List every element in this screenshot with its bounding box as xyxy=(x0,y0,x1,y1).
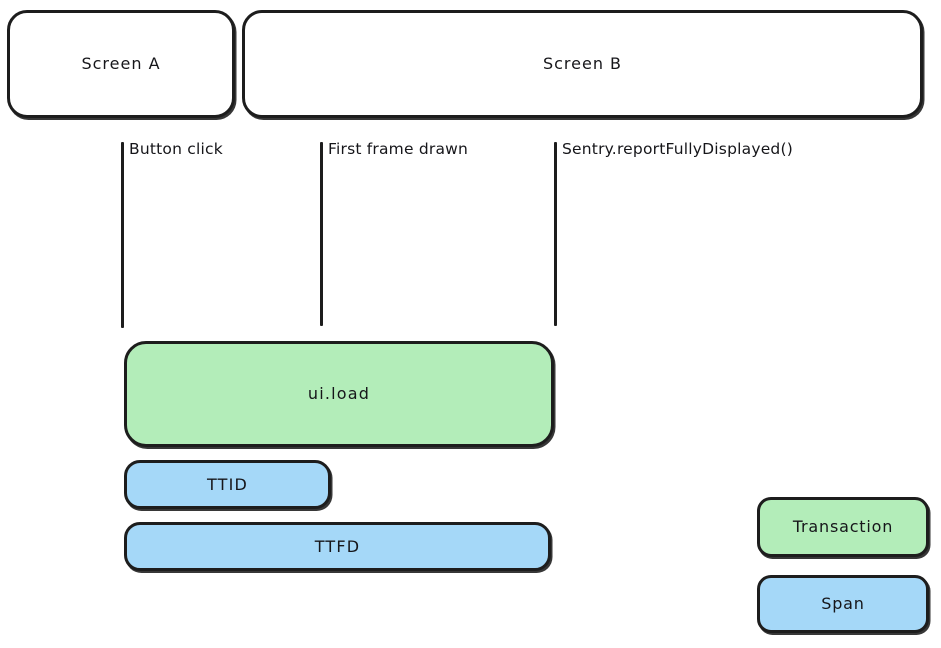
legend-item-span-label: Span xyxy=(821,594,865,613)
legend-item-transaction: Transaction xyxy=(757,497,929,557)
bar-ttid: TTID xyxy=(124,460,331,509)
bar-ttid-label: TTID xyxy=(206,474,249,494)
event-marker-button-click: Button click xyxy=(121,140,321,328)
bar-ttfd-label: TTFD xyxy=(314,536,361,556)
event-label-report-fully-displayed: Sentry.reportFullyDisplayed() xyxy=(562,140,793,158)
bar-ui-load: ui.load xyxy=(124,341,554,447)
event-label-first-frame-drawn: First frame drawn xyxy=(328,140,469,158)
legend-item-span: Span xyxy=(757,575,929,633)
screen-box-a-label: Screen A xyxy=(81,54,161,73)
event-rule-first-frame-drawn xyxy=(320,142,323,326)
event-label-button-click: Button click xyxy=(129,140,223,158)
event-marker-first-frame-drawn: First frame drawn xyxy=(320,140,552,326)
event-marker-report-fully-displayed: Sentry.reportFullyDisplayed() xyxy=(554,140,844,326)
event-rule-report-fully-displayed xyxy=(554,142,557,326)
legend-item-transaction-label: Transaction xyxy=(792,517,894,536)
bar-ttfd: TTFD xyxy=(124,522,551,571)
bar-ui-load-label: ui.load xyxy=(307,384,371,403)
screen-box-a: Screen A xyxy=(7,10,235,118)
event-rule-button-click xyxy=(121,142,124,328)
screen-box-b: Screen B xyxy=(242,10,923,118)
screen-box-b-label: Screen B xyxy=(542,54,623,73)
